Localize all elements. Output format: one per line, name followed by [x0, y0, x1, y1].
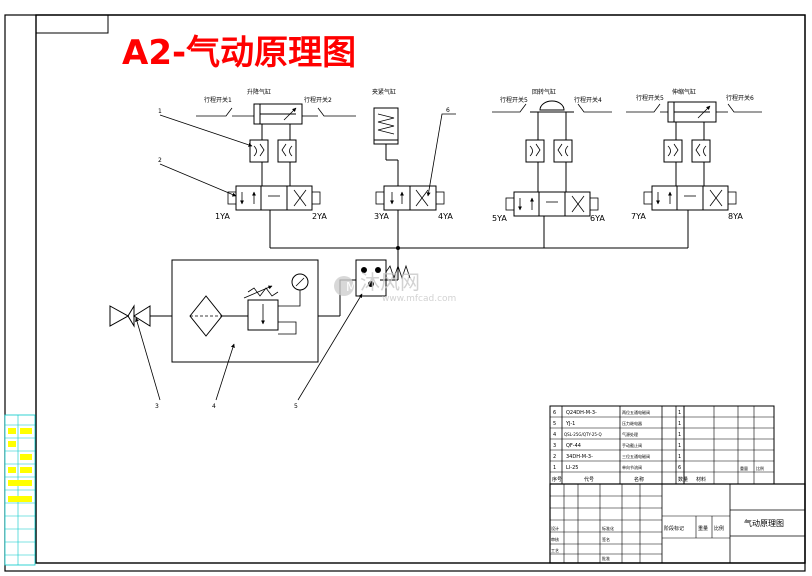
parts-table: 6 Q24DH-M-3- 两位五通电磁阀 1 5 YJ-1 压力继电器 1 4 … — [549, 405, 688, 485]
ratio-label: 比例 — [714, 525, 724, 532]
limit-switch-5-label: 行程开关5 — [636, 94, 664, 102]
parts-cell: 3 — [553, 443, 556, 449]
limit-switch-2-label: 行程开关2 — [304, 96, 332, 104]
parts-cell: 6 — [678, 465, 681, 471]
manual-shutoff-valve — [109, 304, 172, 328]
table-header: 数量 — [678, 476, 688, 483]
table-header: 代号 — [584, 476, 594, 483]
parts-cell: 2 — [553, 454, 556, 460]
limit-switch-6-label: 行程开关6 — [726, 94, 754, 102]
solenoid-3ya: 3YA — [374, 212, 389, 221]
three-position-valve-3 — [651, 185, 729, 211]
table-header: 名称 — [634, 476, 644, 483]
parts-cell: 1 — [678, 454, 681, 460]
parts-cell: 4 — [553, 432, 556, 438]
watermark: M 沐风网 www.mfcad.com — [334, 270, 456, 304]
solenoid-2ya: 2YA — [312, 212, 327, 221]
watermark-cn: 沐风网 — [360, 270, 420, 294]
right-revision-table: 材料 重量 比例 — [683, 405, 775, 485]
parts-cell: 手动截止阀 — [622, 442, 642, 448]
cyl-clamp-label: 夹紧气缸 — [372, 88, 396, 96]
lift-cylinder — [253, 103, 303, 125]
throttle-valve — [663, 139, 683, 163]
throttle-valve — [277, 139, 297, 163]
standard-label: 标准化 — [602, 525, 614, 531]
parts-cell: 5 — [553, 421, 556, 427]
throttle-valve — [553, 139, 573, 163]
parts-cell: 三位五通电磁阀 — [622, 453, 650, 459]
left-margin-strip — [4, 414, 36, 566]
designer-label: 设计 — [551, 525, 559, 531]
clamp-cylinder — [373, 107, 399, 145]
callout-3: 3 — [155, 403, 159, 410]
inner-border — [35, 14, 806, 564]
table-header: 序号 — [552, 476, 562, 483]
watermark-url: www.mfcad.com — [382, 294, 456, 304]
callout-4: 4 — [212, 403, 216, 410]
parts-cell: 气源处理 — [622, 431, 638, 437]
signature-label: 签名 — [602, 536, 610, 542]
parts-cell: QF-44 — [566, 443, 581, 449]
svg-text:M: M — [346, 280, 356, 294]
table-header: 比例 — [756, 465, 764, 471]
parts-cell: YJ-1 — [565, 421, 575, 427]
drawing-name: 气动原理图 — [744, 518, 784, 528]
limit-switch-4-label: 行程开关4 — [574, 96, 602, 104]
air-treatment-unit — [171, 259, 356, 363]
unit-clamp: 夹紧气缸 3YA 4YA 6 — [372, 88, 456, 248]
callout-2: 2 — [158, 157, 162, 164]
limit-switch-1-label: 行程开关1 — [204, 96, 232, 104]
solenoid-7ya: 7YA — [631, 212, 646, 221]
parts-cell: 1 — [678, 432, 681, 438]
parts-cell: 两位五通电磁阀 — [622, 409, 650, 415]
parts-cell: 1 — [553, 465, 556, 471]
callout-6: 6 — [446, 107, 450, 114]
three-position-valve-1 — [235, 185, 313, 211]
title-block: 阶段标记 重量 比例 气动原理图 设计 审核 工艺 标准化 签名 批准 — [549, 483, 806, 564]
solenoid-4ya: 4YA — [438, 212, 453, 221]
parts-cell: Q24DH-M-3- — [566, 410, 597, 416]
parts-cell: 34DH-M-3- — [566, 454, 593, 460]
throttle-valve — [525, 139, 545, 163]
parts-cell: 压力继电器 — [622, 420, 642, 426]
callout-1: 1 — [158, 108, 162, 115]
stage-mark-label: 阶段标记 — [664, 525, 684, 532]
solenoid-1ya: 1YA — [215, 212, 230, 221]
pressure-relay — [355, 259, 411, 297]
unit-lift: 升降气缸 行程开关1 行程开关2 1YA 2YA 1 — [158, 88, 356, 248]
three-position-valve-2 — [513, 191, 591, 217]
table-header: 重量 — [740, 465, 748, 471]
checker-label: 审核 — [551, 536, 559, 542]
parts-cell: 1 — [678, 421, 681, 427]
table-header: 材料 — [696, 476, 706, 483]
throttle-valve — [249, 139, 269, 163]
callout-5: 5 — [294, 403, 298, 410]
solenoid-6ya: 6YA — [590, 214, 605, 223]
cyl-lift-label: 升降气缸 — [247, 88, 271, 96]
rotary-cylinder — [539, 100, 565, 111]
unit-rotate: 回转气缸 行程开关5 行程开关4 5YA 6YA — [492, 88, 612, 248]
parts-cell: 单向节流阀 — [622, 464, 642, 470]
approve-label: 批准 — [602, 555, 610, 561]
solenoid-5ya: 5YA — [492, 214, 507, 223]
parts-cell: LI-25 — [566, 465, 578, 471]
page-title: A2-气动原理图 — [122, 33, 356, 73]
cyl-rotate-label: 回转气缸 — [532, 88, 556, 96]
parts-cell: QSL-25G/QTY-25-Q — [564, 432, 602, 437]
parts-cell: 1 — [678, 410, 681, 416]
limit-switch-3-label: 行程开关5 — [500, 96, 528, 104]
parts-cell: 6 — [553, 410, 556, 416]
unit-telescope: 伸缩气缸 行程开关5 行程开关6 7YA 8YA — [626, 88, 762, 248]
throttle-valve — [691, 139, 711, 163]
process-label: 工艺 — [551, 548, 559, 553]
parts-cell: 1 — [678, 443, 681, 449]
code-box — [35, 14, 109, 34]
weight-label: 重量 — [698, 525, 708, 532]
solenoid-8ya: 8YA — [728, 212, 743, 221]
cyl-telescope-label: 伸缩气缸 — [672, 88, 696, 96]
